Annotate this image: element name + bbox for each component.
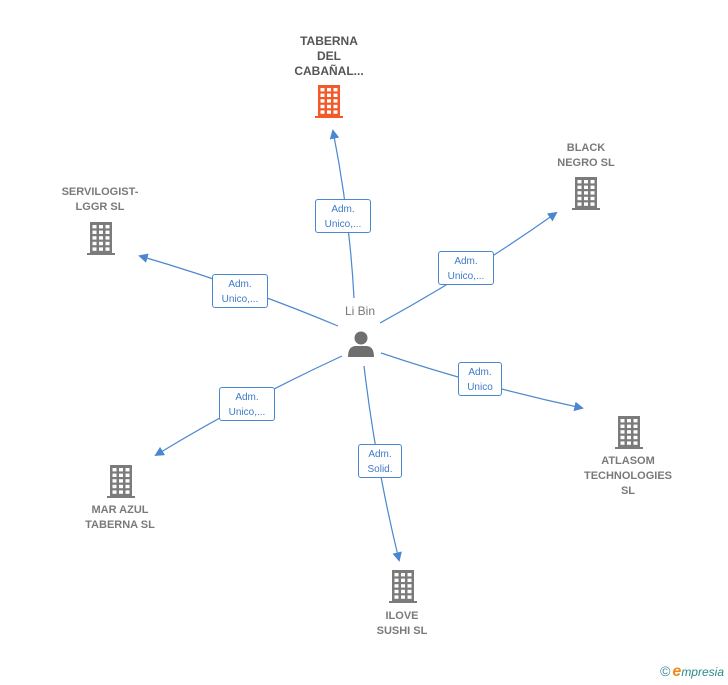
edge-label-line: Adm.	[454, 256, 478, 267]
edge-label-line: Unico,...	[324, 219, 362, 230]
building-icon-black-negro[interactable]	[572, 177, 600, 210]
company-label-line: TECHNOLOGIES	[583, 470, 672, 482]
company-label-line: BLACK	[566, 142, 606, 154]
icons-layer	[87, 85, 643, 603]
edge-label-line: Adm.	[235, 392, 259, 403]
edge-label-line: Unico,...	[447, 271, 485, 282]
company-label-line: SL	[620, 485, 636, 497]
company-label-line: NEGRO SL	[557, 157, 615, 169]
company-label-line: TABERNA SL	[85, 519, 155, 531]
company-label-line: CABAÑAL...	[294, 64, 364, 78]
company-label-line: MAR AZUL	[91, 504, 149, 516]
edge-label-line: Unico,...	[221, 294, 259, 305]
company-label-mar-azul[interactable]: MAR AZUL TABERNA SL	[65, 503, 175, 533]
building-icon-ilove-sushi[interactable]	[389, 570, 417, 603]
edge-label-line: Adm.	[228, 279, 252, 290]
edge-label-line: Adm.	[331, 204, 355, 215]
company-label-line: LGGR SL	[75, 201, 125, 213]
edge-label-line: Solid.	[367, 464, 393, 475]
building-icon-mar-azul[interactable]	[107, 465, 135, 498]
footer-brand: ©empresia	[660, 663, 724, 681]
edge-label-servilogist[interactable]: Adm. Unico,...	[212, 274, 268, 308]
company-label-line: SUSHI SL	[376, 625, 428, 637]
edge-label-mar-azul[interactable]: Adm. Unico,...	[219, 387, 275, 421]
edge-label-black-negro[interactable]: Adm. Unico,...	[438, 251, 494, 285]
building-icon-taberna-cabanal[interactable]	[315, 85, 343, 118]
company-label-line: SERVILOGIST-	[61, 186, 139, 198]
edge-label-line: Adm.	[468, 367, 492, 378]
company-label-line: ILOVE	[385, 610, 419, 622]
company-label-atlasom[interactable]: ATLASOM TECHNOLOGIES SL	[573, 454, 683, 499]
person-icon[interactable]	[348, 331, 374, 358]
edge-label-line: Adm.	[368, 449, 392, 460]
company-label-ilove-sushi[interactable]: ILOVE SUSHI SL	[347, 609, 457, 639]
company-label-line: ATLASOM	[601, 455, 655, 467]
center-person-label[interactable]: Li Bin	[344, 304, 376, 318]
brand-logo-text: mpresia	[681, 665, 724, 679]
edge-label-line: Unico	[467, 382, 493, 393]
copyright-icon: ©	[660, 663, 671, 679]
company-label-line: TABERNA	[300, 34, 358, 48]
company-label-black-negro[interactable]: BLACK NEGRO SL	[531, 141, 641, 171]
edge-label-line: Unico,...	[228, 407, 266, 418]
edge-label-taberna-cabanal[interactable]: Adm. Unico,...	[315, 199, 371, 233]
edge-label-atlasom[interactable]: Adm. Unico	[458, 362, 502, 396]
company-label-line: DEL	[317, 49, 341, 63]
building-icon-servilogist[interactable]	[87, 222, 115, 255]
brand-logo-initial: e	[672, 663, 682, 680]
building-icon-atlasom[interactable]	[615, 416, 643, 449]
edges-layer	[138, 129, 584, 562]
company-label-servilogist[interactable]: SERVILOGIST- LGGR SL	[45, 185, 155, 215]
edge-label-ilove-sushi[interactable]: Adm. Solid.	[358, 444, 402, 478]
